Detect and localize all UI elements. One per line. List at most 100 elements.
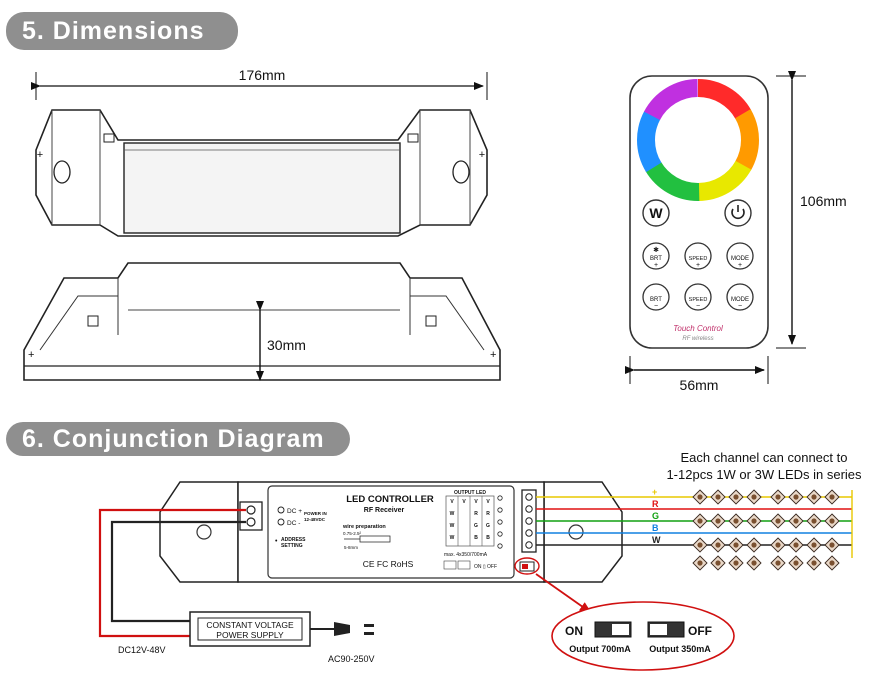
height-label: 30mm <box>267 337 306 353</box>
led-emitter <box>710 537 726 553</box>
svg-text:R: R <box>486 511 490 517</box>
dc-range-label: DC12V-48V <box>118 645 166 655</box>
power-in-voltage: 12-48VDC <box>304 517 326 522</box>
led-emitter <box>788 537 804 553</box>
color-wheel <box>637 79 759 201</box>
brt-up-button[interactable]: ✱ BRT + <box>642 242 670 270</box>
caption-line-2: 1-12pcs 1W or 3W LEDs in series <box>666 467 862 482</box>
channel-label-2: R <box>652 499 659 509</box>
svg-text:MODE: MODE <box>731 256 749 262</box>
svg-text:W: W <box>450 535 455 541</box>
svg-text:W: W <box>450 511 455 517</box>
svg-text:R: R <box>474 511 478 517</box>
led-emitter <box>824 555 840 571</box>
certifications: CE FC RoHS <box>363 559 414 569</box>
remote-height-label: 106mm <box>800 193 847 209</box>
output-table: V V V V W R R W G G W B B <box>445 495 495 547</box>
led-emitter <box>824 489 840 505</box>
svg-text:−: − <box>654 303 658 310</box>
led-emitter <box>824 537 840 553</box>
wire-negative-black <box>110 520 246 623</box>
section-title-dimensions: 5. Dimensions <box>6 12 238 50</box>
svg-text:V: V <box>462 499 466 505</box>
led-emitter <box>806 513 822 529</box>
remote-width-label: 56mm <box>680 377 719 393</box>
led-emitter <box>788 513 804 529</box>
led-emitter <box>746 513 762 529</box>
max-current-label: max. 4x350/700mA <box>444 552 488 558</box>
led-array <box>692 489 840 571</box>
svg-text:MODE: MODE <box>731 297 749 303</box>
psu-line-1: CONSTANT VOLTAGE <box>206 620 294 630</box>
led-emitter <box>710 489 726 505</box>
led-emitter <box>692 537 708 553</box>
dc-plus-label: DC + <box>287 508 302 515</box>
svg-text:+: + <box>490 349 496 361</box>
power-icon <box>731 205 745 220</box>
screw-plus-left: + <box>37 149 43 161</box>
remote-w-button[interactable]: W <box>642 199 670 227</box>
channel-label-3: G <box>652 511 659 521</box>
controller-top-view: 176mm + + <box>31 67 488 237</box>
led-emitter <box>806 489 822 505</box>
output-led-label: OUTPUT LED <box>454 490 486 496</box>
psu-line-2: POWER SUPPLY <box>216 630 284 640</box>
led-controller: LED CONTROLLER RF Receiver DC + DC - POW… <box>159 481 623 583</box>
led-emitter <box>728 489 744 505</box>
remote-sub: RF wireless <box>682 336 713 342</box>
led-emitter <box>692 513 708 529</box>
svg-text:V: V <box>450 499 454 505</box>
remote-row-3: BRT − SPEED − MODE − <box>642 283 754 311</box>
svg-text:W: W <box>450 523 455 529</box>
dc-minus-label: DC - <box>287 520 300 527</box>
svg-text:W: W <box>649 205 663 221</box>
led-emitter <box>788 489 804 505</box>
svg-text:SPEED: SPEED <box>689 256 708 262</box>
led-emitter <box>788 555 804 571</box>
channel-label-4: B <box>652 523 659 533</box>
section-title-conjunction: 6. Conjunction Diagram <box>6 422 350 456</box>
svg-text:BRT: BRT <box>650 256 662 262</box>
address-label: ADDRESS <box>281 537 306 543</box>
strip-length: 5-8mm <box>344 545 358 550</box>
ac-range-label: AC90-250V <box>328 654 375 664</box>
channel-label-5: W <box>652 535 661 545</box>
address-setting-label: SETTING <box>281 543 303 549</box>
speed-down-button[interactable]: SPEED − <box>684 283 712 311</box>
led-emitter <box>746 537 762 553</box>
led-emitter <box>710 513 726 529</box>
svg-text:SPEED: SPEED <box>689 297 708 303</box>
speed-up-button[interactable]: SPEED + <box>684 242 712 270</box>
wire-positive-red <box>98 508 246 638</box>
remote-row-2: ✱ BRT + SPEED + MODE + <box>642 242 754 270</box>
svg-text:V: V <box>474 499 478 505</box>
svg-text:G: G <box>474 523 478 529</box>
remote-brand: Touch Control <box>673 324 723 333</box>
led-emitter <box>770 537 786 553</box>
switch-off-label: OFF <box>688 624 712 638</box>
led-emitter <box>692 555 708 571</box>
caption-line-1: Each channel can connect to <box>681 450 848 465</box>
svg-text:B: B <box>474 535 478 541</box>
brt-down-button[interactable]: BRT − <box>642 283 670 311</box>
callout-arrow <box>535 573 592 614</box>
svg-text:BRT: BRT <box>650 297 662 303</box>
power-in-label: POWER IN <box>304 511 327 516</box>
led-emitter <box>710 555 726 571</box>
mode-up-button[interactable]: MODE + <box>726 242 754 270</box>
svg-text:+: + <box>28 349 34 361</box>
led-emitter <box>728 513 744 529</box>
svg-text:•: • <box>275 538 278 545</box>
svg-text:+: + <box>738 262 742 269</box>
led-emitter <box>806 555 822 571</box>
led-emitter <box>770 555 786 571</box>
channel-label-1: + <box>652 487 657 497</box>
power-supply: CONSTANT VOLTAGE POWER SUPPLY <box>189 611 374 647</box>
controller-side-view: + + 30mm <box>23 262 501 381</box>
svg-text:−: − <box>696 303 700 310</box>
mode-down-button[interactable]: MODE − <box>726 283 754 311</box>
svg-text:+: + <box>654 262 658 269</box>
remote-power-button[interactable] <box>724 199 752 227</box>
wire-prep-label: wire preparation <box>342 524 386 530</box>
